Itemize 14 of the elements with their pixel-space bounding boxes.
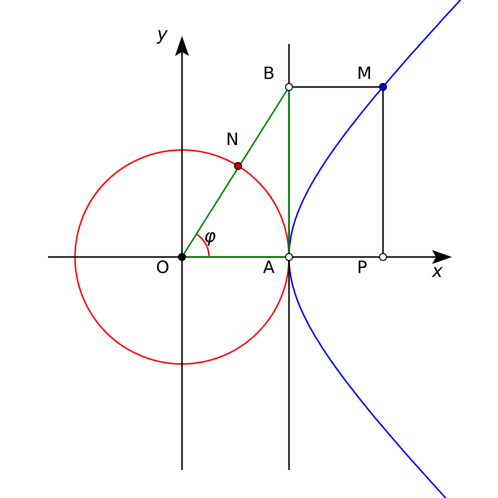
- line-segment: [382, 91, 384, 253]
- line-segment: [293, 86, 379, 88]
- point-label: O: [156, 258, 170, 278]
- point-label: M: [357, 64, 372, 84]
- axis-label: x: [432, 262, 443, 282]
- line-segment: [183, 90, 288, 254]
- point-label: A: [263, 258, 275, 278]
- line-segment: [186, 256, 285, 258]
- line-segment: [288, 91, 290, 253]
- point-label: N: [226, 130, 239, 150]
- point-label: P: [357, 258, 368, 278]
- angle-label: φ: [204, 227, 216, 247]
- axis-label: y: [157, 25, 168, 45]
- point-label: B: [263, 64, 275, 84]
